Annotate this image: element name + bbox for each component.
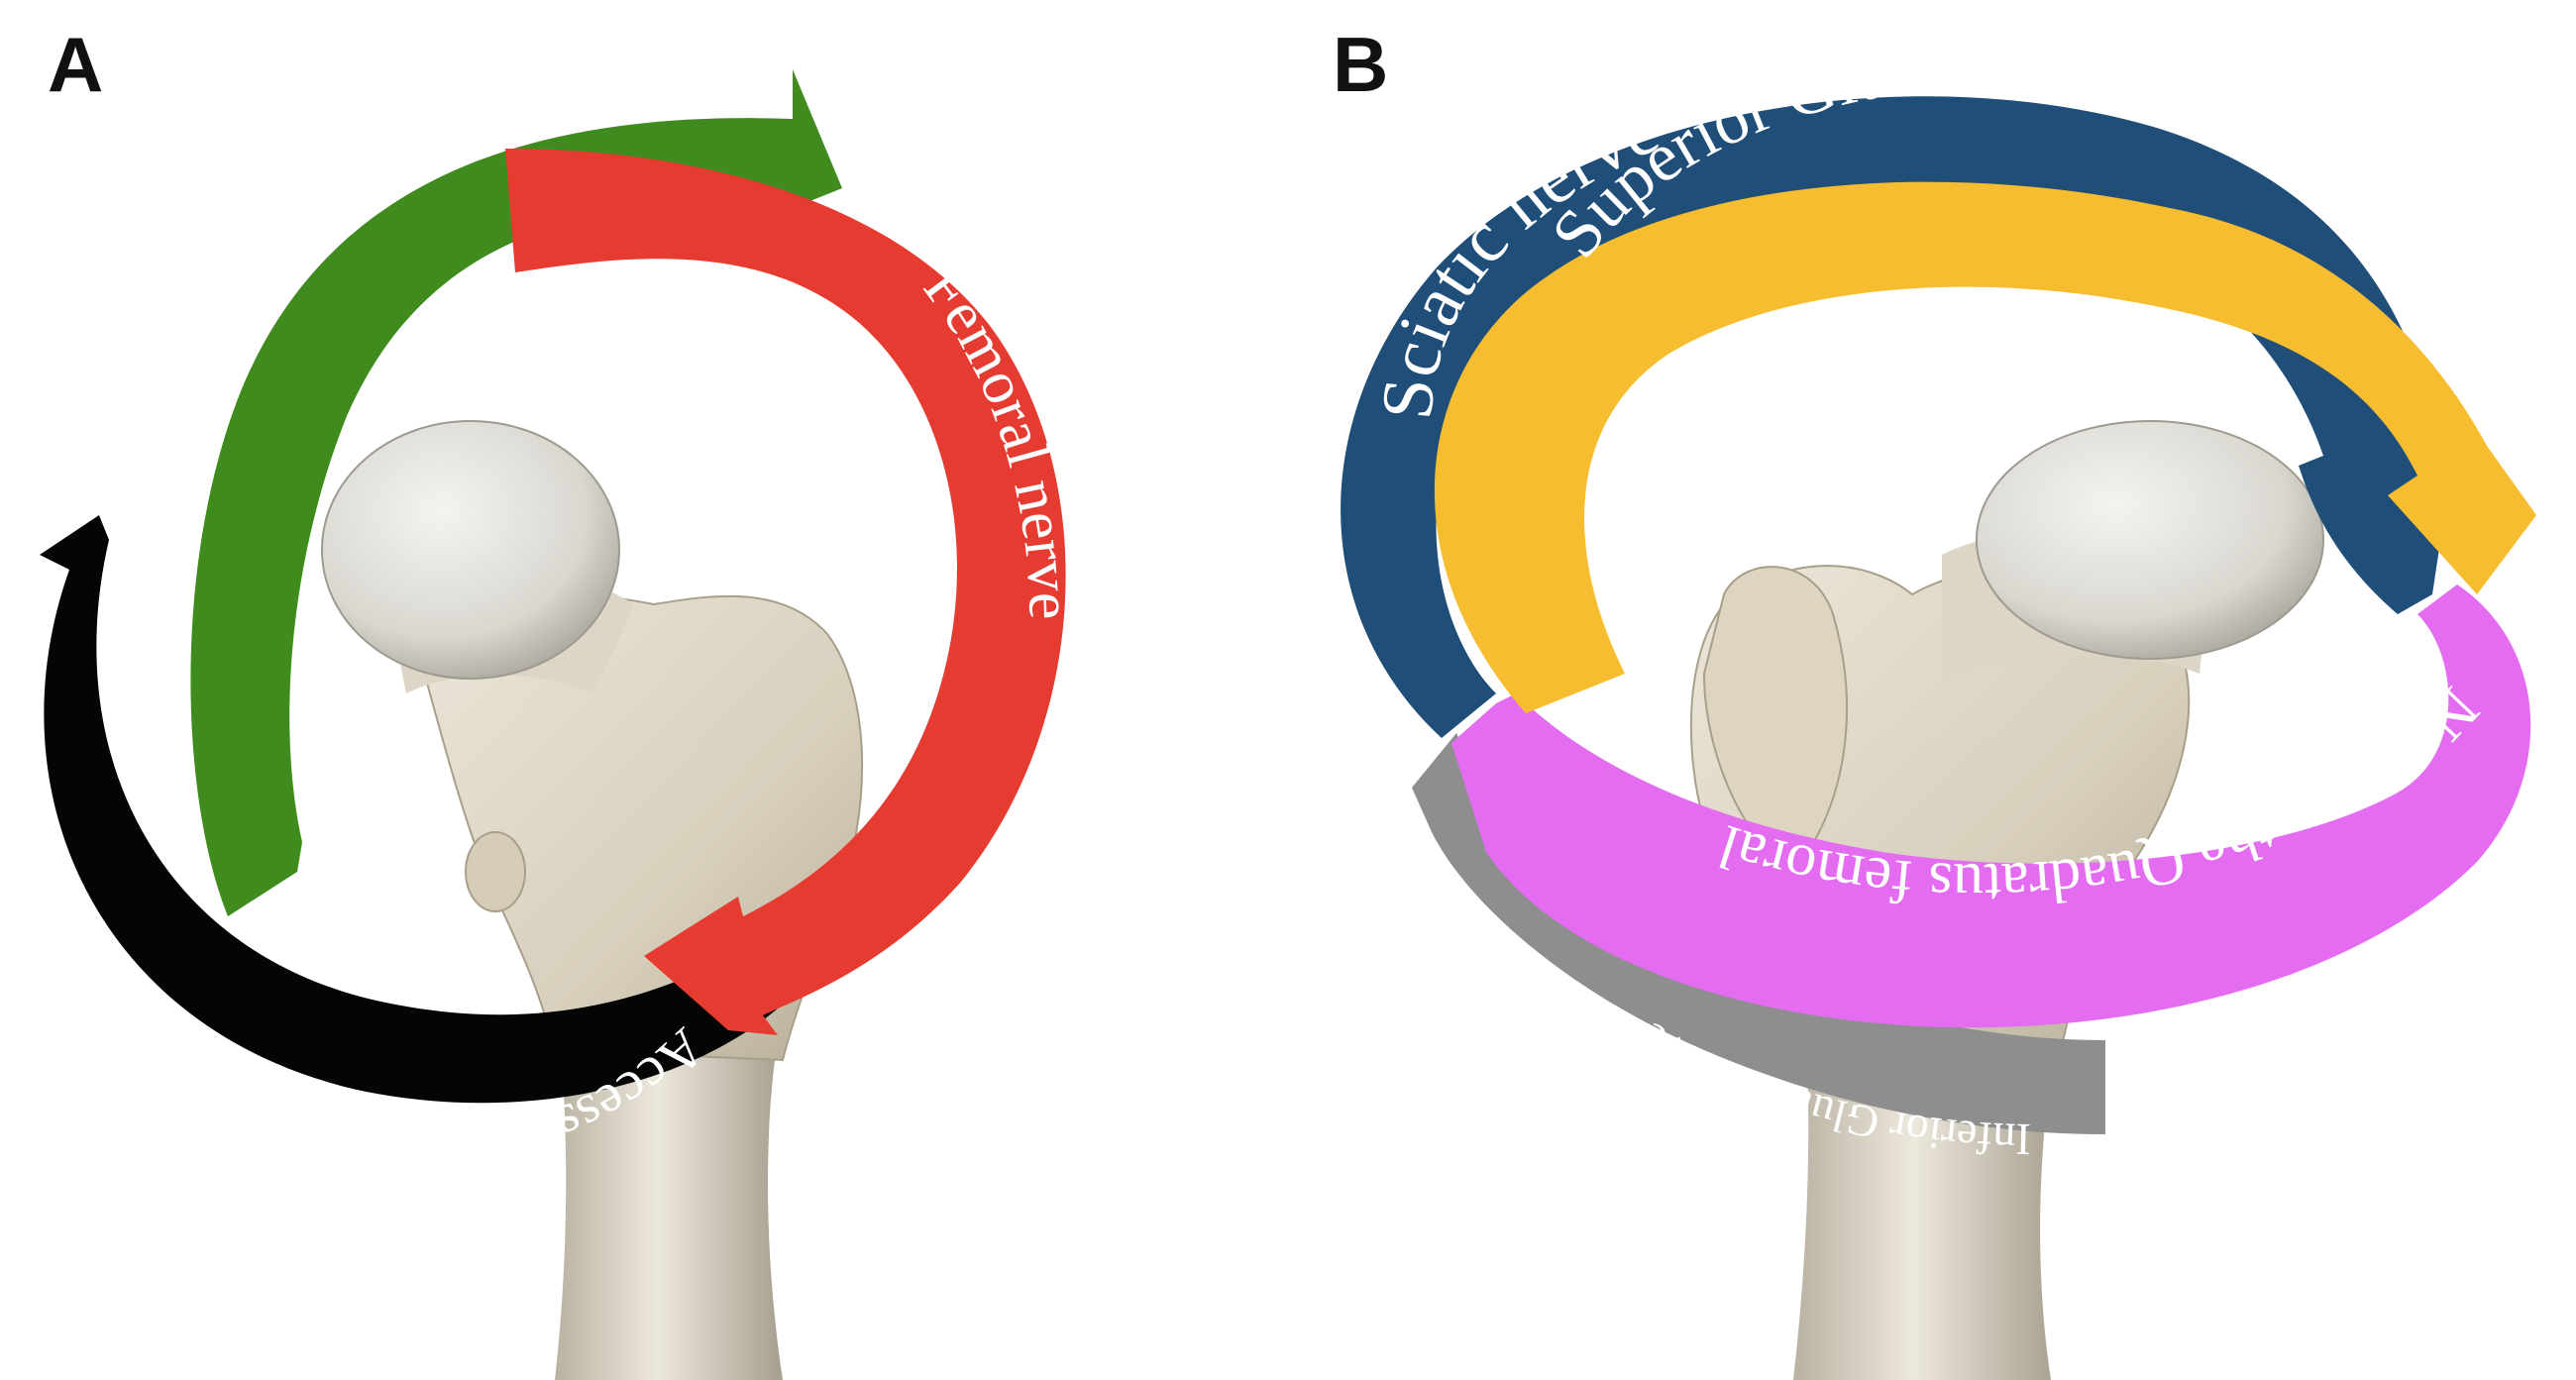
femur-a-lesser-trochanter: [465, 831, 526, 912]
panel-a-letter: A: [48, 21, 103, 108]
femur-a-shaft: [555, 991, 783, 1380]
panel-b: B Sciatic nerve Superior Gluteal nerve N…: [1333, 21, 2536, 1380]
obturator-label: Obturator nerve: [105, 397, 208, 815]
femur-b-greater-trochanter: [1702, 566, 1849, 874]
panel-b-letter: B: [1333, 21, 1388, 108]
femoral-arc: [505, 149, 1066, 1035]
inferior-gluteal-arc: [1412, 733, 2105, 1134]
accessory-obturator-arc: [40, 515, 812, 1104]
obturator-arc: [190, 69, 842, 916]
superior-gluteal-arc: [1434, 181, 2536, 714]
femur-b-head: [1976, 420, 2324, 660]
femur-a-head: [321, 420, 620, 680]
panel-a: A Obturator nerve Femoral nerve Accessor…: [40, 21, 1084, 1380]
quadratus-femoral-arc: [1451, 584, 2531, 1028]
